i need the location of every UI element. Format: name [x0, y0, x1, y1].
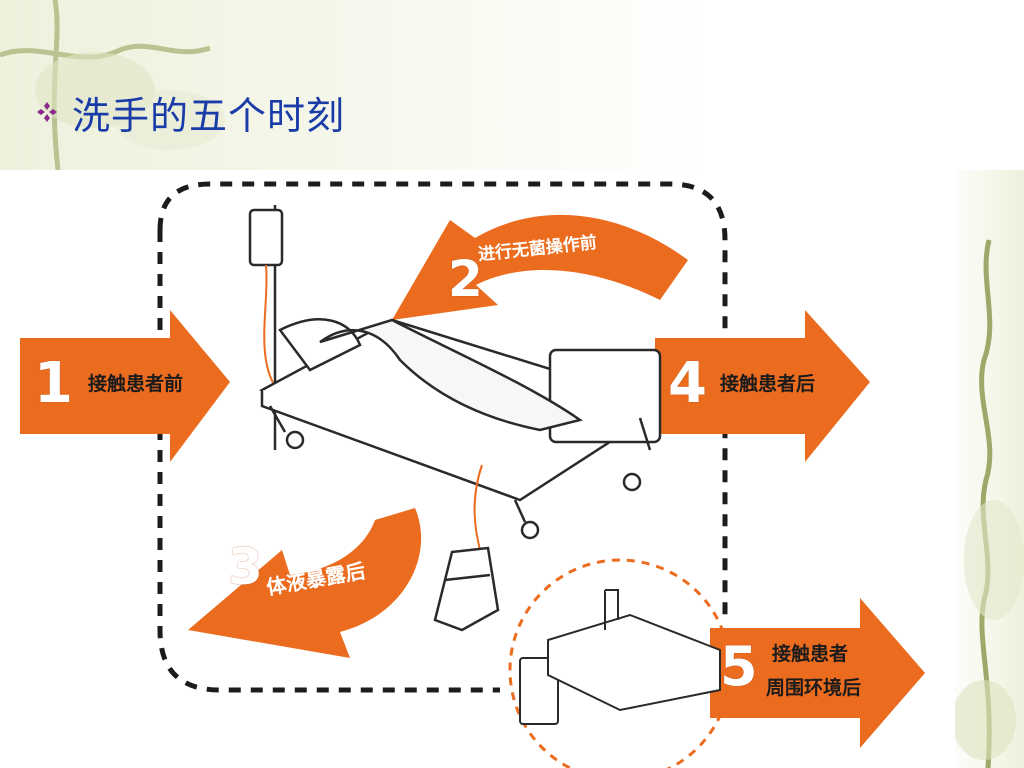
- arrow-moment-5: [710, 598, 925, 748]
- dashed-border-top: [157, 181, 728, 620]
- arrow-moment-3: [188, 508, 422, 658]
- arrow-moment-2: [392, 214, 688, 320]
- diagram-canvas: [20, 181, 925, 768]
- moment-4-number: 4: [668, 351, 707, 416]
- side-background: [944, 170, 1024, 768]
- five-moments-diagram: 1 接触患者前 2 进行无菌操作前 3 体液暴露后 4 接触患者后 5 接触患者…: [20, 170, 955, 768]
- hospital-bed-icon: [258, 318, 662, 551]
- title-row: 洗手的五个时刻: [36, 84, 345, 140]
- diamond-cluster-icon: [37, 102, 57, 122]
- iv-drip-icon: [248, 205, 289, 450]
- moment-5-label-line1: 接触患者: [772, 643, 849, 665]
- drainage-bag-icon: [433, 546, 500, 632]
- arrow-moment-1: [20, 310, 230, 462]
- dashed-border-bottom: [157, 230, 500, 693]
- moment-1-number: 1: [34, 351, 73, 416]
- page-title: 洗手的五个时刻: [72, 93, 346, 138]
- moment-4-label: 接触患者后: [720, 373, 816, 395]
- arrow-moment-4: [655, 310, 870, 462]
- moment-3-number: 3: [228, 538, 263, 596]
- moment-1-label: 接触患者前: [88, 373, 184, 395]
- bedside-environment-icon: [519, 589, 721, 725]
- moment-2-number: 2: [448, 250, 483, 308]
- moment-5-number: 5: [720, 635, 758, 698]
- moment-5-label-line2: 周围环境后: [766, 677, 862, 699]
